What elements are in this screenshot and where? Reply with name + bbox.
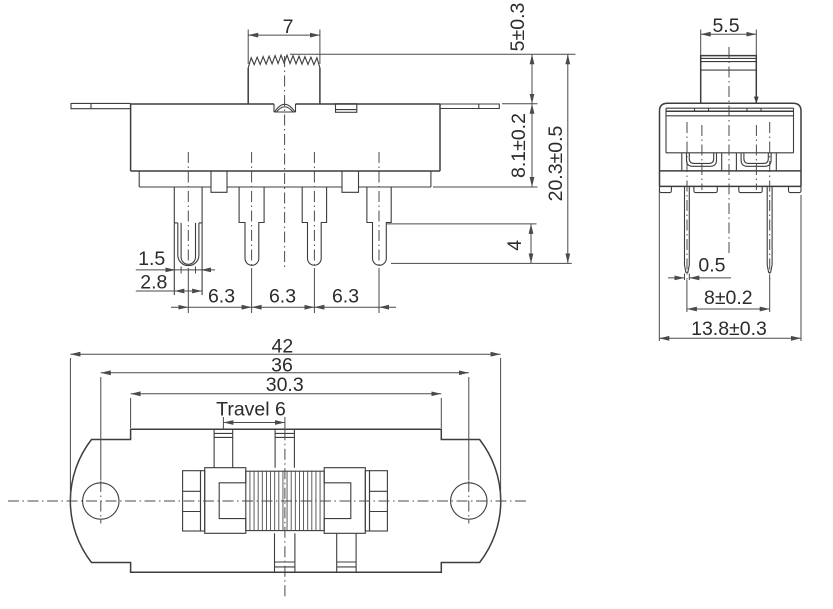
- plan-dimensions: 42 36 30.3 Travel 6: [69, 336, 502, 524]
- side-pins: [683, 186, 773, 273]
- dim-pin-width: 1.5: [138, 248, 165, 270]
- side-dimensions: 5.5 0.5 8±0.2 13.8±0.3: [658, 15, 802, 341]
- dim-knob-height: 5±0.3: [507, 3, 529, 52]
- side-feet: [658, 186, 802, 194]
- dim-knob-width: 7: [283, 16, 294, 38]
- datum-arrow: [753, 96, 759, 104]
- front-dimensions: 7 5±0.3 8.1±0.2 4 20.3±0.5 1.5 2.8 6.3 6…: [135, 3, 576, 313]
- side-view: 5.5 0.5 8±0.2 13.8±0.3: [658, 15, 802, 341]
- dim-pin-pitch-2: 6.3: [269, 285, 296, 307]
- front-view: 7 5±0.3 8.1±0.2 4 20.3±0.5 1.5 2.8 6.3 6…: [70, 3, 576, 313]
- front-vent: [334, 103, 358, 113]
- dim-pin-pitch-1: 6.3: [208, 285, 235, 307]
- side-centerlines: [686, 47, 771, 279]
- dim-overall-length: 42: [272, 336, 294, 358]
- dim-pin-tip-length: 4: [504, 240, 526, 251]
- front-knob: [247, 53, 321, 104]
- front-switch-outline: [70, 102, 500, 172]
- dim-pin-base-width: 2.8: [140, 271, 167, 293]
- dim-pin-pitch-3: 6.3: [332, 285, 359, 307]
- plan-centerlines: [8, 429, 526, 599]
- dim-hole-spacing: 36: [271, 354, 293, 376]
- dim-pin-thickness: 0.5: [698, 255, 725, 277]
- dim-total-height: 20.3±0.5: [545, 125, 567, 201]
- front-centerlines: [187, 56, 380, 268]
- dim-pin-spacing: 8±0.2: [704, 287, 753, 309]
- dim-body-length: 30.3: [266, 374, 304, 396]
- side-body: [658, 102, 802, 188]
- dim-body-depth: 13.8±0.3: [691, 318, 767, 340]
- plan-plate-outline: [69, 428, 502, 573]
- bottom-view: 42 36 30.3 Travel 6: [8, 336, 526, 599]
- dim-knob-depth: 5.5: [712, 15, 739, 37]
- front-base-flange: [138, 171, 432, 193]
- front-pins: [173, 187, 392, 295]
- dim-travel: Travel 6: [216, 398, 286, 420]
- dim-body-height: 8.1±0.2: [508, 113, 530, 178]
